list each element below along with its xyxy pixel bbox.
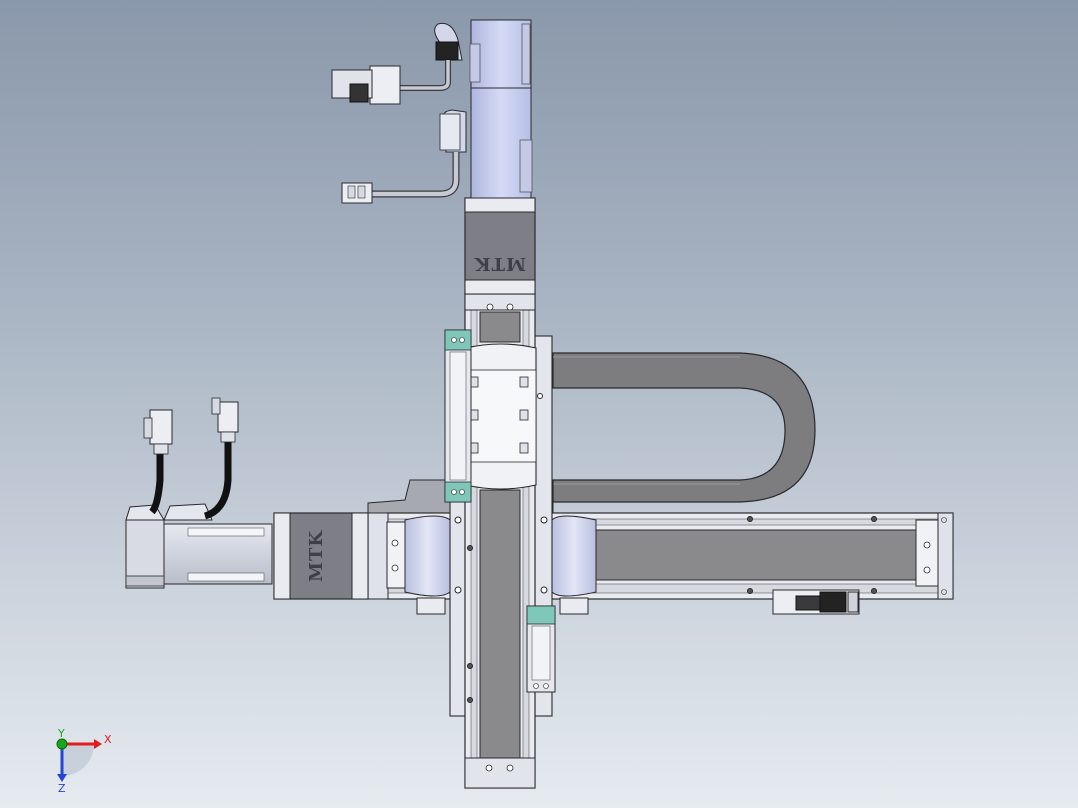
vertical-linear-module — [449, 293, 553, 789]
triad-y-label: Y — [57, 727, 65, 740]
vertical-axis-clamps — [444, 329, 556, 693]
vertical-motor-brand-label: MTK — [474, 253, 526, 274]
coordinate-triad: X Y Z — [56, 727, 112, 795]
vertical-servo-motor: MTK — [464, 19, 536, 295]
horizontal-motor-brand-label: MTK — [306, 530, 327, 582]
horizontal-servo-motor: MTK — [125, 503, 369, 600]
triad-x-label: X — [104, 733, 112, 746]
cable-chain — [552, 352, 816, 503]
horizontal-motor-cables — [143, 397, 239, 520]
triad-z-label: Z — [58, 782, 66, 795]
vertical-motor-cables — [331, 22, 467, 204]
